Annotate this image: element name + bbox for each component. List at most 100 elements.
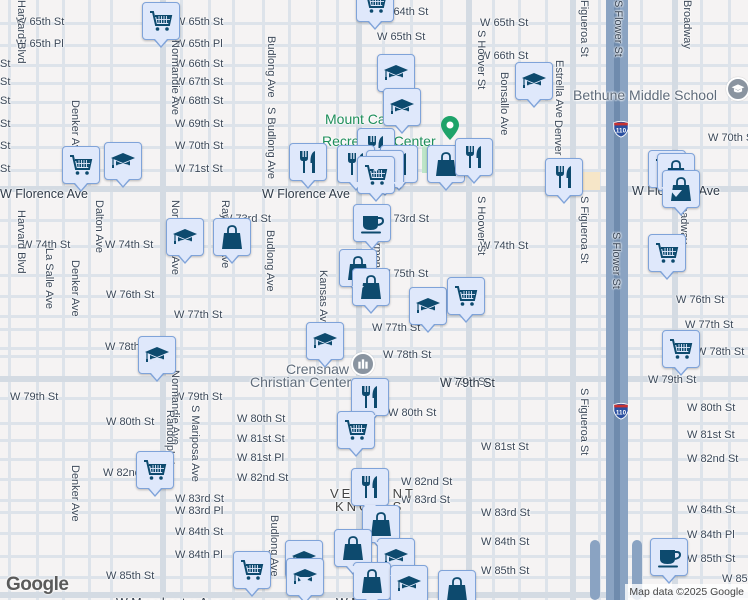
restaurant-marker[interactable] xyxy=(351,468,389,514)
street-line xyxy=(288,0,291,600)
street-label: W 76th St xyxy=(106,289,155,301)
street-label: W 70th St xyxy=(708,132,748,144)
street-line xyxy=(0,458,748,461)
school-icon xyxy=(396,571,422,597)
restaurant-marker[interactable] xyxy=(289,143,327,189)
grocery-marker[interactable] xyxy=(648,234,686,280)
restaurant-marker[interactable] xyxy=(455,138,493,184)
shopping-icon xyxy=(359,568,385,594)
street-line xyxy=(0,82,748,85)
street-line xyxy=(0,44,748,47)
street-line xyxy=(62,0,65,600)
vertical-street-label: Denker Ave xyxy=(69,465,81,522)
restaurant-marker[interactable] xyxy=(351,378,389,424)
shopping-icon xyxy=(219,224,245,250)
vertical-street-label: Dalton Ave xyxy=(93,200,105,254)
coffee-marker[interactable] xyxy=(650,538,688,584)
street-label: W 71st St xyxy=(175,163,223,175)
restaurant-icon xyxy=(357,474,383,500)
street-line xyxy=(0,101,748,104)
street-label: St xyxy=(0,76,11,88)
grocery-icon xyxy=(142,457,168,483)
vertical-street-label: Harvard Blvd xyxy=(15,0,27,64)
street-label: W 70th St xyxy=(175,140,224,152)
street-line xyxy=(232,0,235,600)
street-label: W 67th St xyxy=(175,76,224,88)
street-line xyxy=(492,0,495,600)
map-attribution[interactable]: Map data ©2025 Google xyxy=(625,584,748,600)
street-line xyxy=(598,0,601,600)
street-label: W 85th St xyxy=(481,565,530,577)
street-label: W 82nd St xyxy=(687,453,739,465)
street-label: W 77th St xyxy=(174,309,223,321)
school-icon xyxy=(110,148,136,174)
vertical-street-label: Broadway xyxy=(681,0,693,49)
street-line xyxy=(180,0,183,600)
coffee-marker[interactable] xyxy=(353,204,391,250)
street-label: W 83rd St xyxy=(175,493,224,505)
restaurant-icon xyxy=(357,384,383,410)
school-marker[interactable] xyxy=(515,62,553,108)
school-marker[interactable] xyxy=(409,287,447,333)
street-label: W 65th St xyxy=(480,17,529,29)
place-label: Bethune Middle School xyxy=(573,87,717,103)
freeway-110-median xyxy=(614,0,620,600)
grocery-marker[interactable] xyxy=(337,411,375,457)
school-marker[interactable] xyxy=(166,218,204,264)
grocery-marker[interactable] xyxy=(142,2,180,48)
vertical-street-label: S Hoover St xyxy=(475,30,487,90)
place-label: Christian Center xyxy=(250,374,352,390)
street-label: St xyxy=(0,118,11,130)
street-label: W 65th St xyxy=(16,16,65,28)
street-line xyxy=(640,0,643,600)
street-label: W 65th Pl xyxy=(175,38,223,50)
street-label: W 74th St xyxy=(22,239,71,251)
grocery-marker[interactable] xyxy=(62,146,100,192)
shopping-icon xyxy=(358,274,384,300)
shopping-marker[interactable] xyxy=(427,145,465,191)
street-line xyxy=(728,0,731,600)
school-marker[interactable] xyxy=(286,558,324,600)
street-line xyxy=(316,0,319,600)
street-line xyxy=(0,347,748,350)
park-location-pin[interactable] xyxy=(441,116,459,145)
coffee-icon xyxy=(359,210,385,236)
school-icon xyxy=(172,224,198,250)
street-label: W 83rd Pl xyxy=(175,505,224,517)
grocery-marker[interactable] xyxy=(447,277,485,323)
coffee-icon xyxy=(656,544,682,570)
school-marker[interactable] xyxy=(377,54,415,100)
grocery-icon xyxy=(148,8,174,34)
shopping-icon xyxy=(368,511,394,537)
grocery-marker[interactable] xyxy=(662,330,700,376)
church-poi-icon[interactable] xyxy=(351,352,375,376)
grocery-icon xyxy=(668,336,694,362)
vertical-street-label: S Figueroa St xyxy=(578,196,590,264)
school-marker[interactable] xyxy=(138,336,176,382)
shopping-marker[interactable] xyxy=(334,529,372,575)
grocery-marker[interactable] xyxy=(136,451,174,497)
street-label: W 82nd St xyxy=(237,472,289,484)
freeway-ramp xyxy=(632,540,642,600)
street-line xyxy=(545,0,548,600)
restaurant-marker[interactable] xyxy=(545,158,583,204)
school-marker[interactable] xyxy=(306,322,344,368)
street-label: St xyxy=(0,163,11,175)
school-marker[interactable] xyxy=(104,142,142,188)
shopping-marker[interactable] xyxy=(438,570,476,600)
vertical-street-label: Kansas Ave xyxy=(317,270,329,328)
grocery-marker[interactable] xyxy=(233,551,271,597)
vertical-street-label: S Figueroa St xyxy=(578,388,590,456)
street-label: St xyxy=(0,58,11,70)
school-marker[interactable] xyxy=(383,88,421,134)
grocery-marker[interactable] xyxy=(356,0,394,30)
vertical-street-label: S Hoover St xyxy=(475,196,487,256)
google-logo: Google xyxy=(6,574,69,595)
shopping-marker[interactable] xyxy=(213,218,251,264)
svg-text:110: 110 xyxy=(616,128,627,135)
street-label: W 78th St xyxy=(696,346,745,358)
school-marker[interactable] xyxy=(390,565,428,600)
street-line xyxy=(700,0,703,600)
school-poi-icon[interactable] xyxy=(726,77,748,101)
